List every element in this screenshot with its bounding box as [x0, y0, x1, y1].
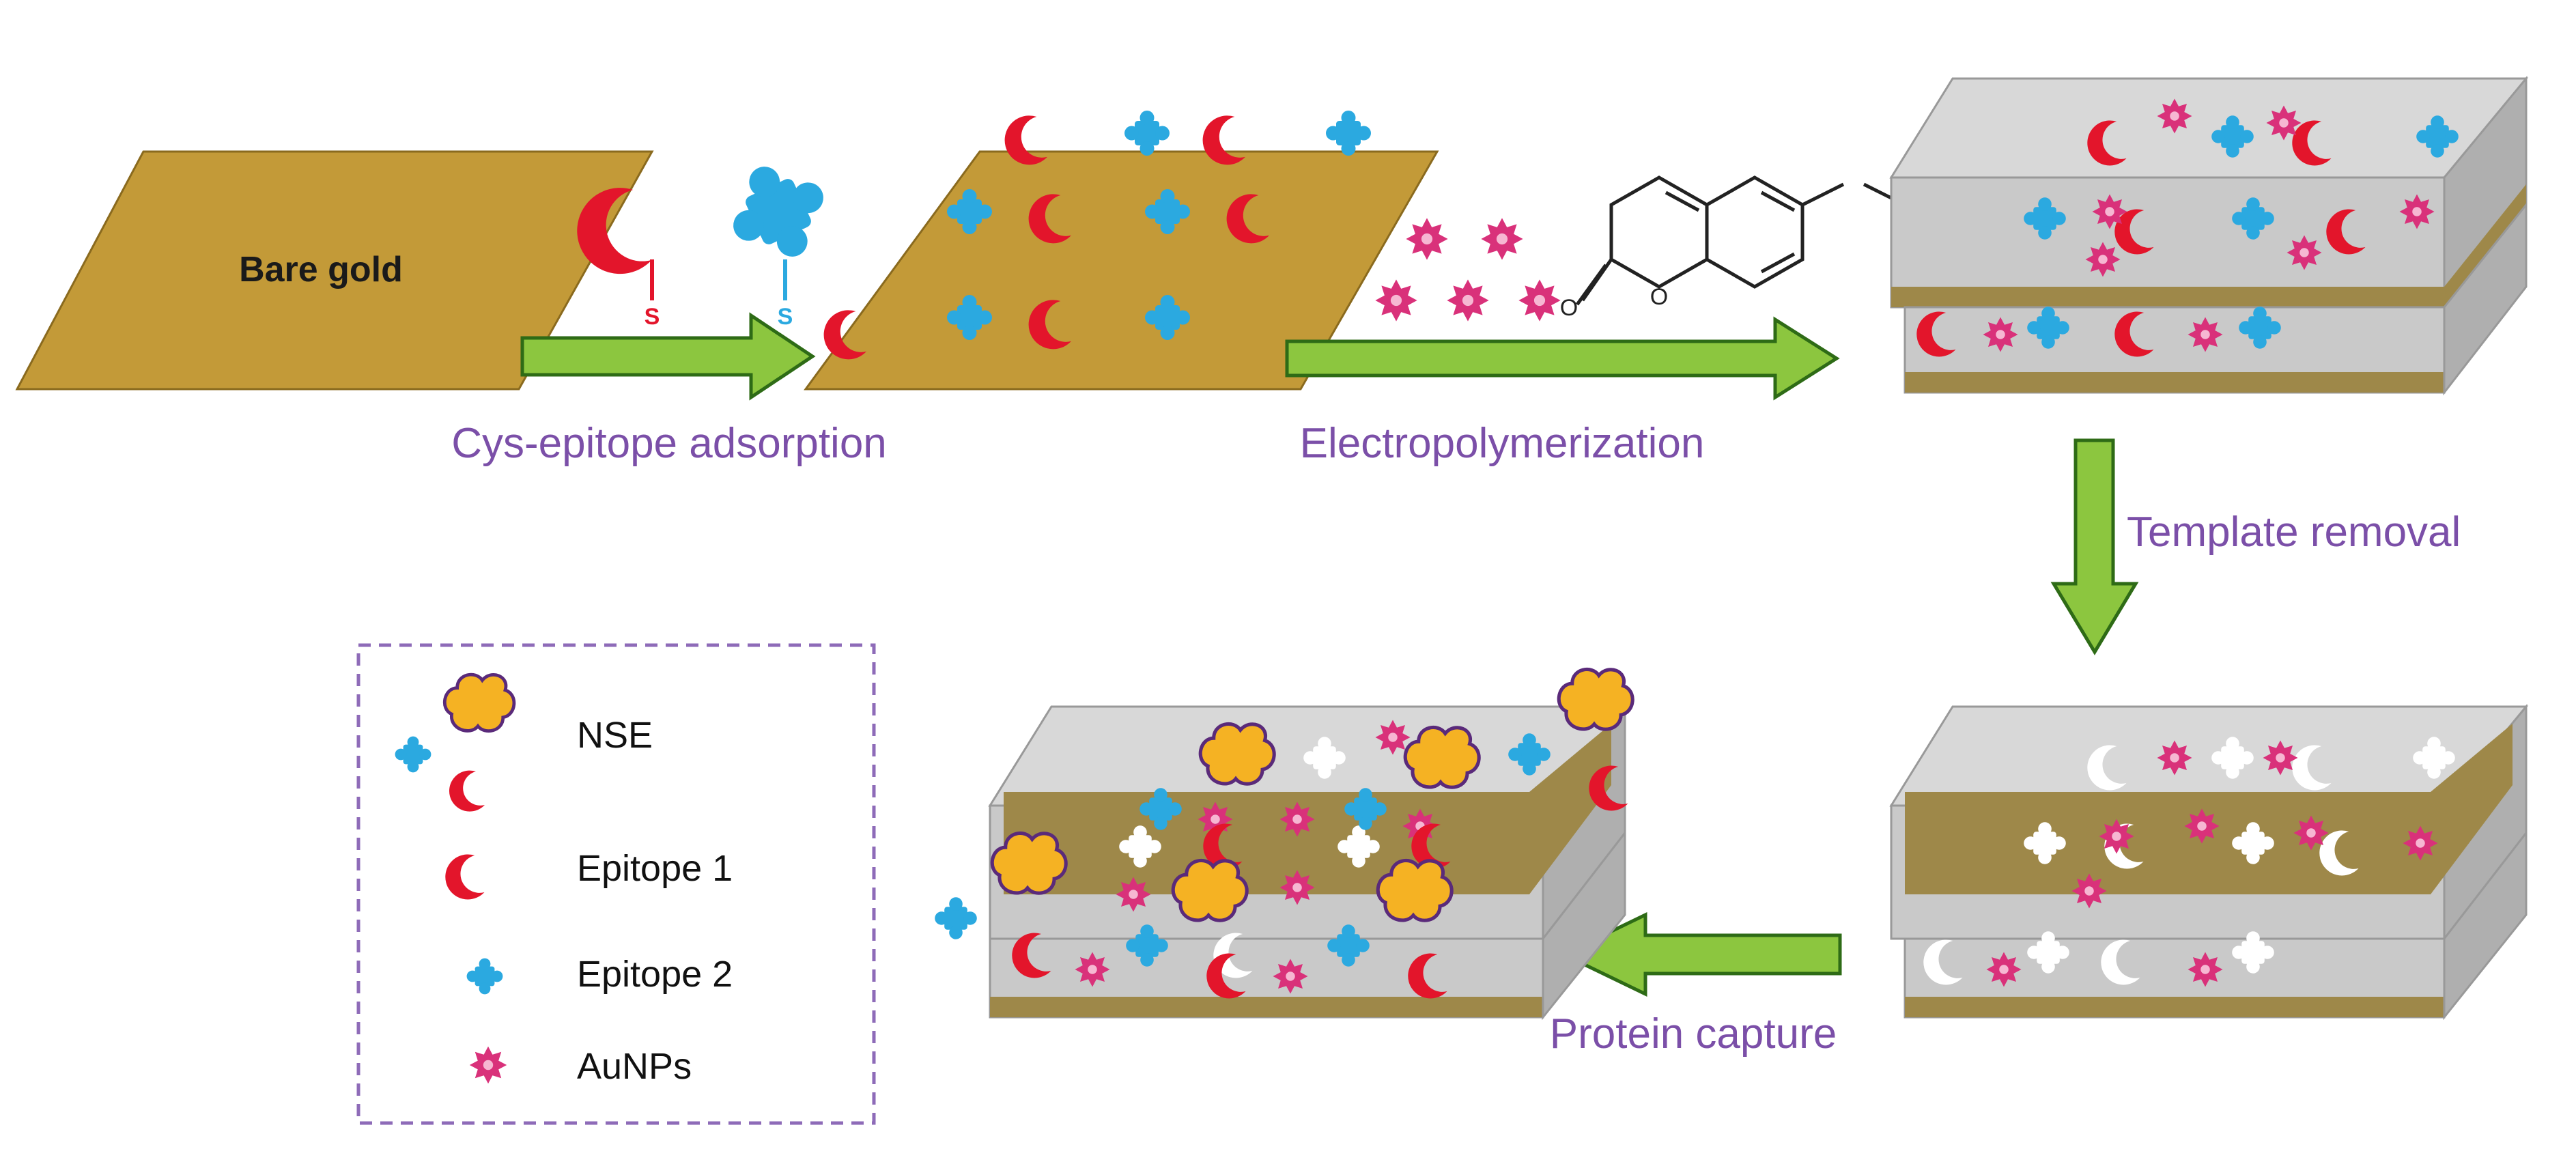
aunp-mark	[2266, 105, 2302, 141]
aunp-mark	[1279, 870, 1315, 905]
ring-oxygen-label: O	[1650, 284, 1668, 310]
arrow-protein-capture	[1559, 912, 1842, 997]
aunp-mark	[2157, 740, 2192, 776]
aunp-mark	[2092, 194, 2127, 229]
thiol-label: S	[778, 304, 793, 330]
arrow-template-removal	[2050, 438, 2139, 655]
step-adsorption-label: Cys-epitope adsorption	[451, 420, 887, 467]
aunp-cluster	[1375, 218, 1561, 322]
aunp-mark	[2293, 815, 2329, 851]
aunp-mark	[1983, 317, 2018, 352]
free-epitope-2: S	[714, 147, 843, 330]
nanoparticle-icon	[469, 1046, 507, 1084]
thiol-label: S	[645, 304, 660, 330]
aunp-mark	[2403, 825, 2438, 861]
aunp-mark	[1406, 218, 1448, 260]
legend-label: Epitope 1	[577, 848, 733, 889]
aunp-mark	[2085, 242, 2121, 277]
monomer-structure: O O	[1560, 175, 1913, 321]
aunp-mark	[1075, 952, 1110, 987]
legend-label: AuNPs	[577, 1046, 692, 1087]
aunp-mark	[1481, 218, 1523, 260]
aunp-mark	[1986, 952, 2022, 987]
aunp-mark	[2287, 235, 2322, 270]
step-electropolymerization-label: Electropolymerization	[1300, 420, 1705, 467]
aunp-mark	[2071, 873, 2107, 909]
legend-item-epitope-2: Epitope 2	[466, 954, 733, 995]
aunp-mark	[1518, 279, 1561, 322]
free-epitope-1: S	[577, 188, 660, 330]
aunp-mark	[1273, 959, 1308, 994]
epitope-2-mark	[1124, 111, 1170, 156]
aunp-mark	[1279, 802, 1315, 837]
aunp-mark	[1116, 877, 1151, 912]
arrow-adsorption	[520, 312, 816, 401]
legend-label: Epitope 2	[577, 954, 733, 995]
aunp-mark	[1447, 279, 1489, 322]
legend-item-epitope-1: Epitope 1	[445, 848, 733, 900]
aunp-mark	[2184, 808, 2220, 844]
aunp-mark	[1375, 279, 1417, 322]
legend-item-aunps: AuNPs	[469, 1046, 692, 1087]
aunp-mark	[2157, 98, 2192, 134]
nse-mark	[1559, 670, 1632, 730]
aunp-mark	[2188, 952, 2223, 987]
legend-label: NSE	[577, 715, 653, 756]
imprinted-film	[1889, 75, 2529, 396]
bare-gold-surface: Bare gold	[15, 150, 654, 391]
aunp-mark	[2099, 819, 2134, 854]
step-protein-capture-label: Protein capture	[1550, 1010, 1837, 1058]
bare-gold-label: Bare gold	[239, 250, 403, 289]
legend: NSE Epitope 1 Epitope 2 AuNPs	[356, 643, 876, 1125]
legend-item-nse: NSE	[395, 675, 653, 812]
step-template-removal-label: Template removal	[2127, 509, 2461, 556]
legend-box	[356, 643, 876, 1125]
carbonyl-oxygen-label: O	[1560, 295, 1578, 321]
cavity-film	[1889, 703, 2529, 1021]
aunp-mark	[2188, 317, 2223, 352]
aunp-mark	[2399, 194, 2435, 229]
epitope-2-mark	[935, 897, 977, 939]
epitope-2-mark	[1326, 111, 1371, 156]
aunp-mark	[2263, 740, 2298, 776]
arrow-electropolymerization	[1285, 316, 1840, 401]
